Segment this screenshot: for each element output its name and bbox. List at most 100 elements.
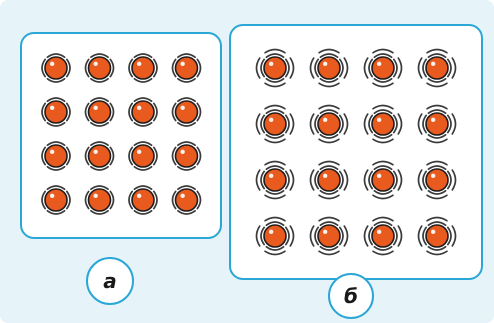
vibrating-particle <box>128 97 158 127</box>
particle-highlight <box>49 193 55 199</box>
particle-ball <box>317 168 341 192</box>
vibration-arc <box>133 53 153 59</box>
vibrating-particle <box>255 216 295 256</box>
vibration-arc <box>319 53 339 59</box>
vibration-arc <box>196 190 202 210</box>
particle-ball <box>263 168 287 192</box>
vibrating-particle <box>255 160 295 200</box>
vibration-arc <box>451 57 457 79</box>
particle-highlight <box>268 229 274 235</box>
particle-ball <box>87 56 112 80</box>
vibration-arc <box>196 102 202 122</box>
vibration-arc <box>446 114 452 134</box>
vibration-arc <box>109 146 115 166</box>
vibration-arc <box>46 185 66 191</box>
vibrating-particle <box>84 141 115 171</box>
particle-ball <box>87 100 112 124</box>
label-b: б <box>328 273 374 319</box>
vibration-arc <box>255 57 261 79</box>
vibrating-particle <box>363 160 403 200</box>
particle-ball <box>371 112 395 136</box>
particle-highlight <box>136 149 142 155</box>
vibration-arc <box>338 226 344 246</box>
vibration-arc <box>177 53 196 59</box>
particle-highlight <box>430 117 436 123</box>
vibration-arc <box>264 250 286 256</box>
vibration-arc <box>427 53 447 59</box>
particle-ball <box>131 188 155 212</box>
particle-ball <box>131 56 155 80</box>
vibration-arc <box>363 169 369 191</box>
lattice-panel-b <box>229 24 483 280</box>
vibration-arc <box>109 102 115 122</box>
vibration-arc <box>265 165 285 171</box>
lattice-panel-a <box>20 32 222 239</box>
vibration-arc <box>265 133 285 139</box>
vibration-arc <box>426 216 448 222</box>
vibrating-particle <box>171 53 202 83</box>
vibration-arc <box>422 170 428 190</box>
vibration-arc <box>427 221 447 227</box>
vibrating-particle <box>417 104 457 144</box>
vibration-arc <box>177 209 196 215</box>
vibration-arc <box>426 104 448 110</box>
vibration-arc <box>318 48 340 54</box>
vibration-arc <box>264 138 286 144</box>
vibration-arc <box>133 165 153 171</box>
vibration-arc <box>451 113 457 135</box>
vibration-arc <box>284 58 290 78</box>
vibration-arc <box>363 113 369 135</box>
lattice-a-drawing <box>41 53 202 215</box>
vibration-arc <box>133 121 153 127</box>
vibration-arc <box>65 102 71 122</box>
vibration-arc <box>309 57 315 79</box>
vibration-arc <box>260 170 266 190</box>
vibration-arc <box>46 97 66 103</box>
vibration-arc <box>109 58 115 78</box>
vibration-arc <box>41 58 47 78</box>
particle-ball <box>263 224 287 248</box>
particle-highlight <box>376 61 382 67</box>
vibration-arc <box>417 169 423 191</box>
particle-ball <box>371 224 395 248</box>
vibrating-particle <box>84 53 115 83</box>
vibration-arc <box>397 169 403 191</box>
label-a: а <box>86 257 134 305</box>
vibration-arc <box>46 141 66 147</box>
vibration-arc <box>392 170 398 190</box>
particle-ball <box>44 144 68 168</box>
vibration-arc <box>309 169 315 191</box>
vibrating-particle <box>171 185 202 215</box>
vibration-arc <box>46 77 66 83</box>
vibration-arc <box>133 97 153 103</box>
particle-ball <box>371 56 395 80</box>
vibration-arc <box>319 189 339 195</box>
vibrating-particle <box>41 185 71 215</box>
vibrating-particle <box>309 216 349 256</box>
vibration-arc <box>427 77 447 83</box>
vibration-arc <box>152 102 158 122</box>
vibration-arc <box>319 221 339 227</box>
vibration-arc <box>427 133 447 139</box>
particle-highlight <box>93 149 98 155</box>
vibration-arc <box>152 58 158 78</box>
particle-ball <box>425 56 449 80</box>
vibration-arc <box>41 102 47 122</box>
vibration-arc <box>260 58 266 78</box>
particle-highlight <box>180 193 185 199</box>
vibration-arc <box>373 133 393 139</box>
vibration-arc <box>319 245 339 251</box>
vibration-arc <box>264 82 286 88</box>
vibration-arc <box>284 226 290 246</box>
vibration-arc <box>368 58 374 78</box>
vibrating-particle <box>363 216 403 256</box>
vibrating-particle <box>41 53 71 83</box>
vibration-arc <box>363 57 369 79</box>
vibration-arc <box>451 225 457 247</box>
vibration-arc <box>397 225 403 247</box>
vibration-arc <box>90 53 109 59</box>
vibration-arc <box>309 113 315 135</box>
particle-ball <box>317 224 341 248</box>
particle-highlight <box>376 229 382 235</box>
vibration-arc <box>152 146 158 166</box>
